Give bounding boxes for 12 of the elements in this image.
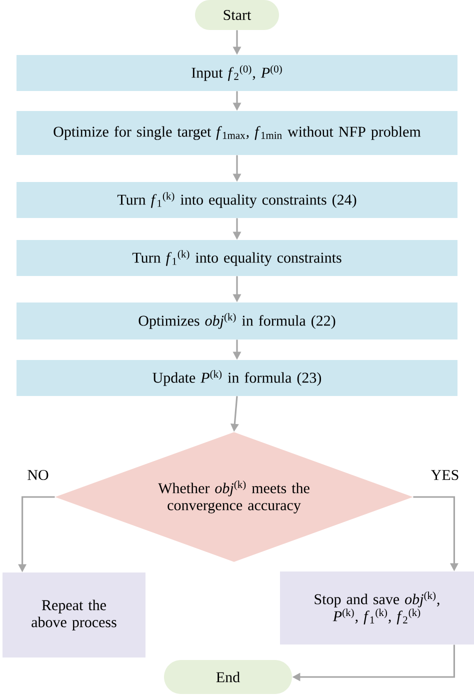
process-box: Optimizes obj$^{(k)}$ in formula (22) — [16, 302, 458, 340]
edge-label: YES — [430, 468, 460, 482]
process-box: Repeat the above process — [2, 572, 146, 658]
process-box: Update P$^{(k)}$ in formula (23) — [16, 360, 458, 396]
process-box: Stop and save obj$^{(k)}$, P$^{(k)}$, f$_{1}$$^{(k)}$, f$_{2}$(k) — [280, 572, 474, 644]
edge-label: NO — [26, 468, 50, 482]
process-box: Optimize for single target f$_{1max}$, f$_{1min}$ without NFP problem — [16, 111, 458, 155]
process-box: Input f$_{2}$$^{(0)}$, P$^{(0)}$ — [16, 55, 458, 91]
terminal-box: Start — [195, 0, 279, 30]
process-box: Turn f$_{1}$$^{(k)}$ into equality constraints (24) — [16, 182, 458, 218]
process-box: Turn f$_{1}$$^{(k)}$ into equality constraints — [16, 240, 458, 276]
terminal-box: End — [164, 660, 292, 694]
